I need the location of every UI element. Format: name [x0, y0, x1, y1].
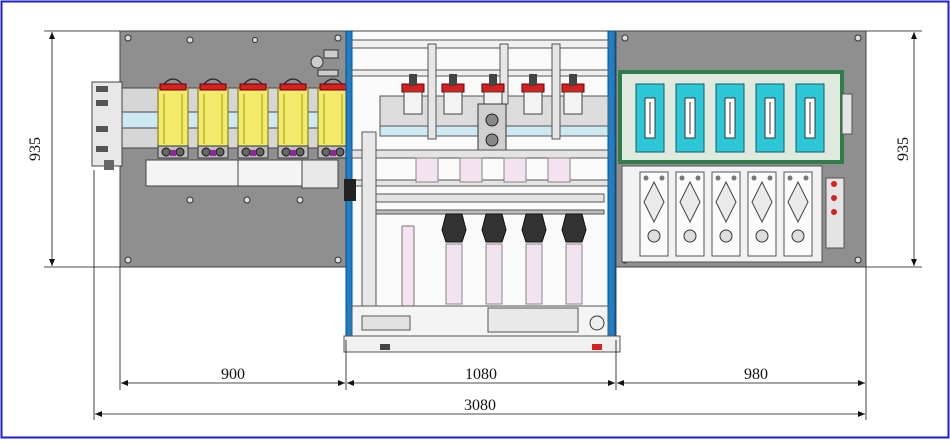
lower-fixture-row: [639, 171, 813, 257]
fixture: [639, 171, 669, 257]
cartridge: [277, 78, 309, 159]
fixture: [675, 171, 705, 257]
dim-height-right: 935: [895, 137, 912, 161]
dim-height-left: 935: [27, 137, 44, 161]
fixture: [747, 171, 777, 257]
lower-finger-row: [441, 213, 587, 305]
cartridge: [157, 78, 189, 159]
right-blue-rail: [607, 30, 616, 337]
dim-middle-section: 1080: [465, 366, 497, 383]
gripper: [441, 74, 465, 115]
cyan-block: [675, 83, 705, 153]
right-output-module: [615, 30, 867, 268]
gripper: [561, 74, 585, 115]
cyan-block: [755, 83, 785, 153]
cyan-block: [635, 83, 665, 153]
middle-transfer-module: [343, 30, 621, 353]
cartridge: [237, 78, 269, 159]
gripper: [401, 74, 425, 115]
finger: [441, 213, 467, 305]
infeed-conveyor: [91, 81, 123, 167]
finger: [481, 213, 507, 305]
left-cartridge-group: [157, 78, 349, 159]
cyan-block: [795, 83, 825, 153]
dimension-annotations: [44, 30, 922, 420]
dim-overall-length: 3080: [464, 397, 496, 414]
gripper: [521, 74, 545, 115]
dim-right-section: 980: [744, 366, 768, 383]
cartridge: [197, 78, 229, 159]
dim-left-section: 900: [221, 366, 245, 383]
cartridge: [317, 78, 349, 159]
fixture: [783, 171, 813, 257]
left-base-plate: [119, 30, 347, 268]
connector-block: [344, 179, 356, 201]
cyan-block: [715, 83, 745, 153]
finger: [561, 213, 587, 305]
fixture: [711, 171, 741, 257]
left-loading-module: [91, 30, 349, 268]
middle-gripper-row: [401, 74, 585, 115]
left-control-box: [145, 159, 239, 187]
finger: [521, 213, 547, 305]
cyan-block-row: [635, 83, 825, 153]
